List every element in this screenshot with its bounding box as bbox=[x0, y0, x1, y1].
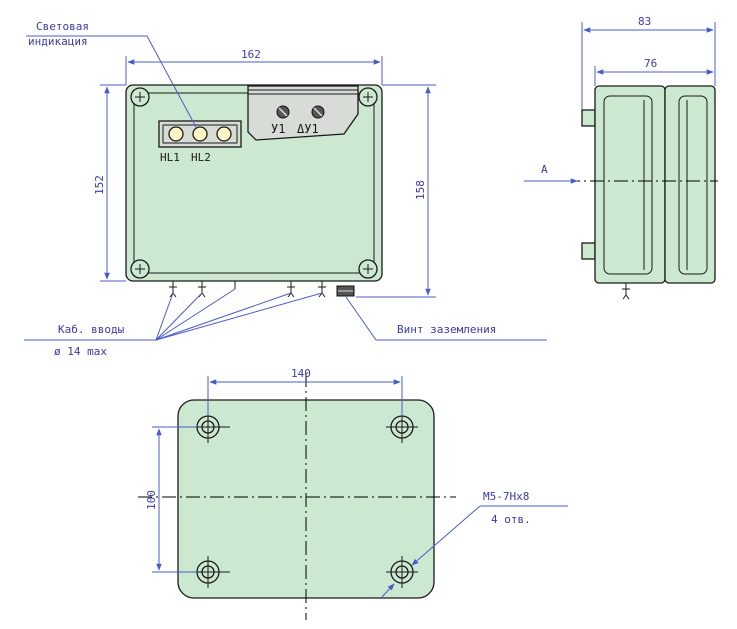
dim-front-height-outer: 158 bbox=[414, 180, 427, 200]
terminal-screw-right bbox=[311, 105, 325, 119]
cable-glands bbox=[169, 281, 326, 298]
terminal-screw-left bbox=[276, 105, 290, 119]
hl1-label: HL1 bbox=[160, 151, 180, 164]
light-indication-label-1: Световая bbox=[36, 20, 89, 33]
dim-mount-width: 140 bbox=[291, 367, 311, 380]
front-view: У1 ΔУ1 HL1 HL2 162 152 bbox=[24, 20, 547, 358]
side-cover bbox=[664, 85, 716, 284]
mount-hole-bottom-right bbox=[386, 556, 418, 588]
dim-mount-height: 100 bbox=[145, 490, 158, 510]
view-arrow-label: A bbox=[541, 163, 548, 176]
dim-side-body: 76 bbox=[644, 57, 657, 70]
terminal-label-left: У1 bbox=[271, 122, 285, 136]
side-view: A 83 76 bbox=[524, 15, 718, 300]
side-mount-stud-bottom bbox=[581, 242, 596, 260]
indicator-lamp-icon bbox=[216, 126, 232, 142]
mount-hole-top-right bbox=[386, 411, 418, 443]
mount-hole-bottom-left bbox=[190, 556, 230, 588]
terminal-label-right: ΔУ1 bbox=[297, 122, 319, 136]
corner-screw-bottom-right bbox=[358, 259, 378, 279]
side-mount-stud-top bbox=[581, 109, 596, 127]
cable-entries-label: Каб. вводы bbox=[58, 323, 125, 336]
dim-front-height-inner: 152 bbox=[93, 175, 106, 195]
mounting-view: 140 100 M5-7Hx8 4 отв. bbox=[138, 367, 568, 620]
corner-screw-top-left bbox=[130, 87, 150, 107]
indicator-lamp-icon bbox=[192, 126, 208, 142]
dim-side-total: 83 bbox=[638, 15, 651, 28]
indicator-lamp-icon bbox=[168, 126, 184, 142]
light-indication-label-2: индикация bbox=[28, 35, 88, 48]
terminal-cover bbox=[247, 85, 359, 141]
corner-screw-top-right bbox=[358, 87, 378, 107]
corner-screw-bottom-left bbox=[130, 259, 150, 279]
hl2-label: HL2 bbox=[191, 151, 211, 164]
thread-spec-label: M5-7Hx8 bbox=[483, 490, 529, 503]
cable-diameter-label: ø 14 max bbox=[54, 345, 107, 358]
dim-front-width: 162 bbox=[241, 48, 261, 61]
holes-count-label: 4 отв. bbox=[491, 513, 531, 526]
side-body bbox=[594, 85, 666, 284]
ground-screw-label: Винт заземления bbox=[397, 323, 496, 336]
